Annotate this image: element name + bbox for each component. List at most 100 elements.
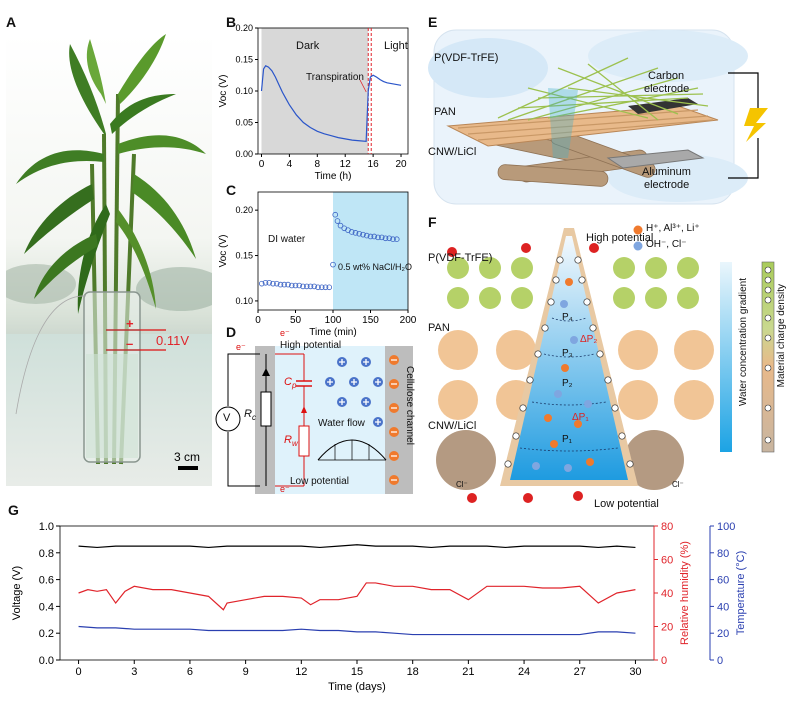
electron-label-left: e⁻ [236,342,246,352]
rc-label: Rc [244,408,256,423]
carbon-electrode-label-2: electrode [644,83,690,95]
temperature-tick-label: 40 [717,601,729,613]
plant-photo: + – 0.11V 3 cm [6,34,212,486]
cnw-label-e: CNW/LiCl [428,146,477,158]
temperature-tick-label: 60 [717,575,729,587]
y-tick-label: 0.00 [235,149,253,159]
voc-point [270,280,276,287]
humidity-axis-label: Relative humidity (%) [679,541,691,645]
voc-point [296,282,303,289]
voc-point [311,283,318,290]
y-tick-label: 0.2 [39,628,54,640]
voc-point [326,284,333,291]
legend-anion: OH⁻, Cl⁻ [646,239,687,250]
humidity-tick-label: 60 [661,555,673,567]
voc-point [375,234,381,241]
y-tick-label: 0.6 [39,575,54,587]
aluminum-electrode-label-1: Aluminum [642,166,691,178]
nacl-label: 0.5 wt% NaCl/H₂O [338,262,413,272]
transpiration-arrow [359,79,367,93]
y-tick-label: 0.20 [235,23,253,33]
voc-point [337,222,344,229]
mechanism-diagram: P(VDF-TrFE) PAN CNW/LiCl High potential … [428,218,792,510]
x-tick-label: 15 [351,666,363,678]
voc-point [277,281,284,288]
p4-label: P₄ [562,312,573,323]
delta-p1-label: ΔP₁ [572,412,589,423]
x-tick-label: 4 [287,159,293,170]
voc-point [285,281,291,288]
nacl-region-shade [333,192,408,310]
voc-point [262,279,269,286]
y-tick-label: 0.20 [235,205,253,215]
humidity-tick-label: 0 [661,655,667,667]
y-axis-label: Voc (V) [218,75,229,108]
x-tick-label: 3 [131,666,137,678]
x-tick-label: 9 [243,666,249,678]
voltmeter-label: V [223,412,231,424]
panel-letter-d: D [226,324,237,340]
voltage-line [78,544,636,549]
temperature-tick-label: 80 [717,548,729,560]
x-tick-label: 8 [315,159,321,170]
panel-letter-f: F [428,214,437,230]
pan-label-e: PAN [434,106,456,118]
x-tick-label: 200 [400,315,416,326]
temperature-line [78,625,636,636]
voc-point [378,234,385,241]
voc-point [307,283,314,290]
pan-label-f: PAN [428,322,450,334]
temperature-axis-label: Temperature (°C) [735,551,747,635]
x-axis-label: Time (days) [328,681,386,693]
x-tick-label: 16 [368,159,380,170]
x-tick-label: 6 [187,666,193,678]
voc-point [352,230,359,236]
voc-point [390,236,396,242]
p1-label: P₁ [562,434,573,445]
electron-label-bottom: e⁻ [280,484,290,494]
x-tick-label: 0 [76,666,82,678]
panel-letter-g: G [8,502,19,518]
cellulose-channel-label: Cellulose channel [404,366,415,445]
delta-p2-label: ΔP₂ [580,334,598,345]
light-region-label: Light [384,40,408,52]
voc-point [303,283,310,290]
panel-letter-a: A [6,14,17,30]
pvdf-label-e: P(VDF-TrFE) [434,52,499,64]
mechanism-diagram-svg [436,225,775,503]
voc-point [356,230,363,237]
p3-label: P₃ [562,348,573,359]
voc-line [260,65,402,143]
cl-label-right: Cl⁻ [672,480,684,489]
high-potential-label: High potential [280,340,342,351]
circuit-diagram-svg [215,346,413,494]
circuit-diagram: High potential Low potential e⁻ e⁻ e⁻ V … [200,328,416,496]
x-tick-label: 12 [295,666,307,678]
water-flow-label: Water flow [318,418,365,429]
panel-letter-b: B [226,14,237,30]
y-tick-label: 0.15 [235,55,253,65]
voc-point [318,284,325,291]
x-tick-label: 0 [259,159,265,170]
voc-point [315,284,321,291]
humidity-tick-label: 40 [661,588,673,600]
electron-label-top: e⁻ [280,328,290,338]
charge-density-label: Material charge density [776,284,787,388]
x-tick-label: 18 [407,666,419,678]
x-tick-label: 150 [362,315,379,326]
x-axis-label: Time (h) [315,171,352,182]
legend-cation: H⁺, Al³⁺, Li⁺ [646,223,700,234]
y-tick-label: 1.0 [39,521,54,533]
temperature-tick-label: 20 [717,628,729,640]
cl-label-left: Cl⁻ [456,480,468,489]
voc-point [332,211,339,218]
voc-point [292,282,299,289]
x-tick-label: 21 [462,666,474,678]
aluminum-electrode-label-2: electrode [644,179,690,191]
voc-point [348,229,355,235]
plus-sign: + [126,316,134,331]
transpiration-label: Transpiration [306,72,364,83]
